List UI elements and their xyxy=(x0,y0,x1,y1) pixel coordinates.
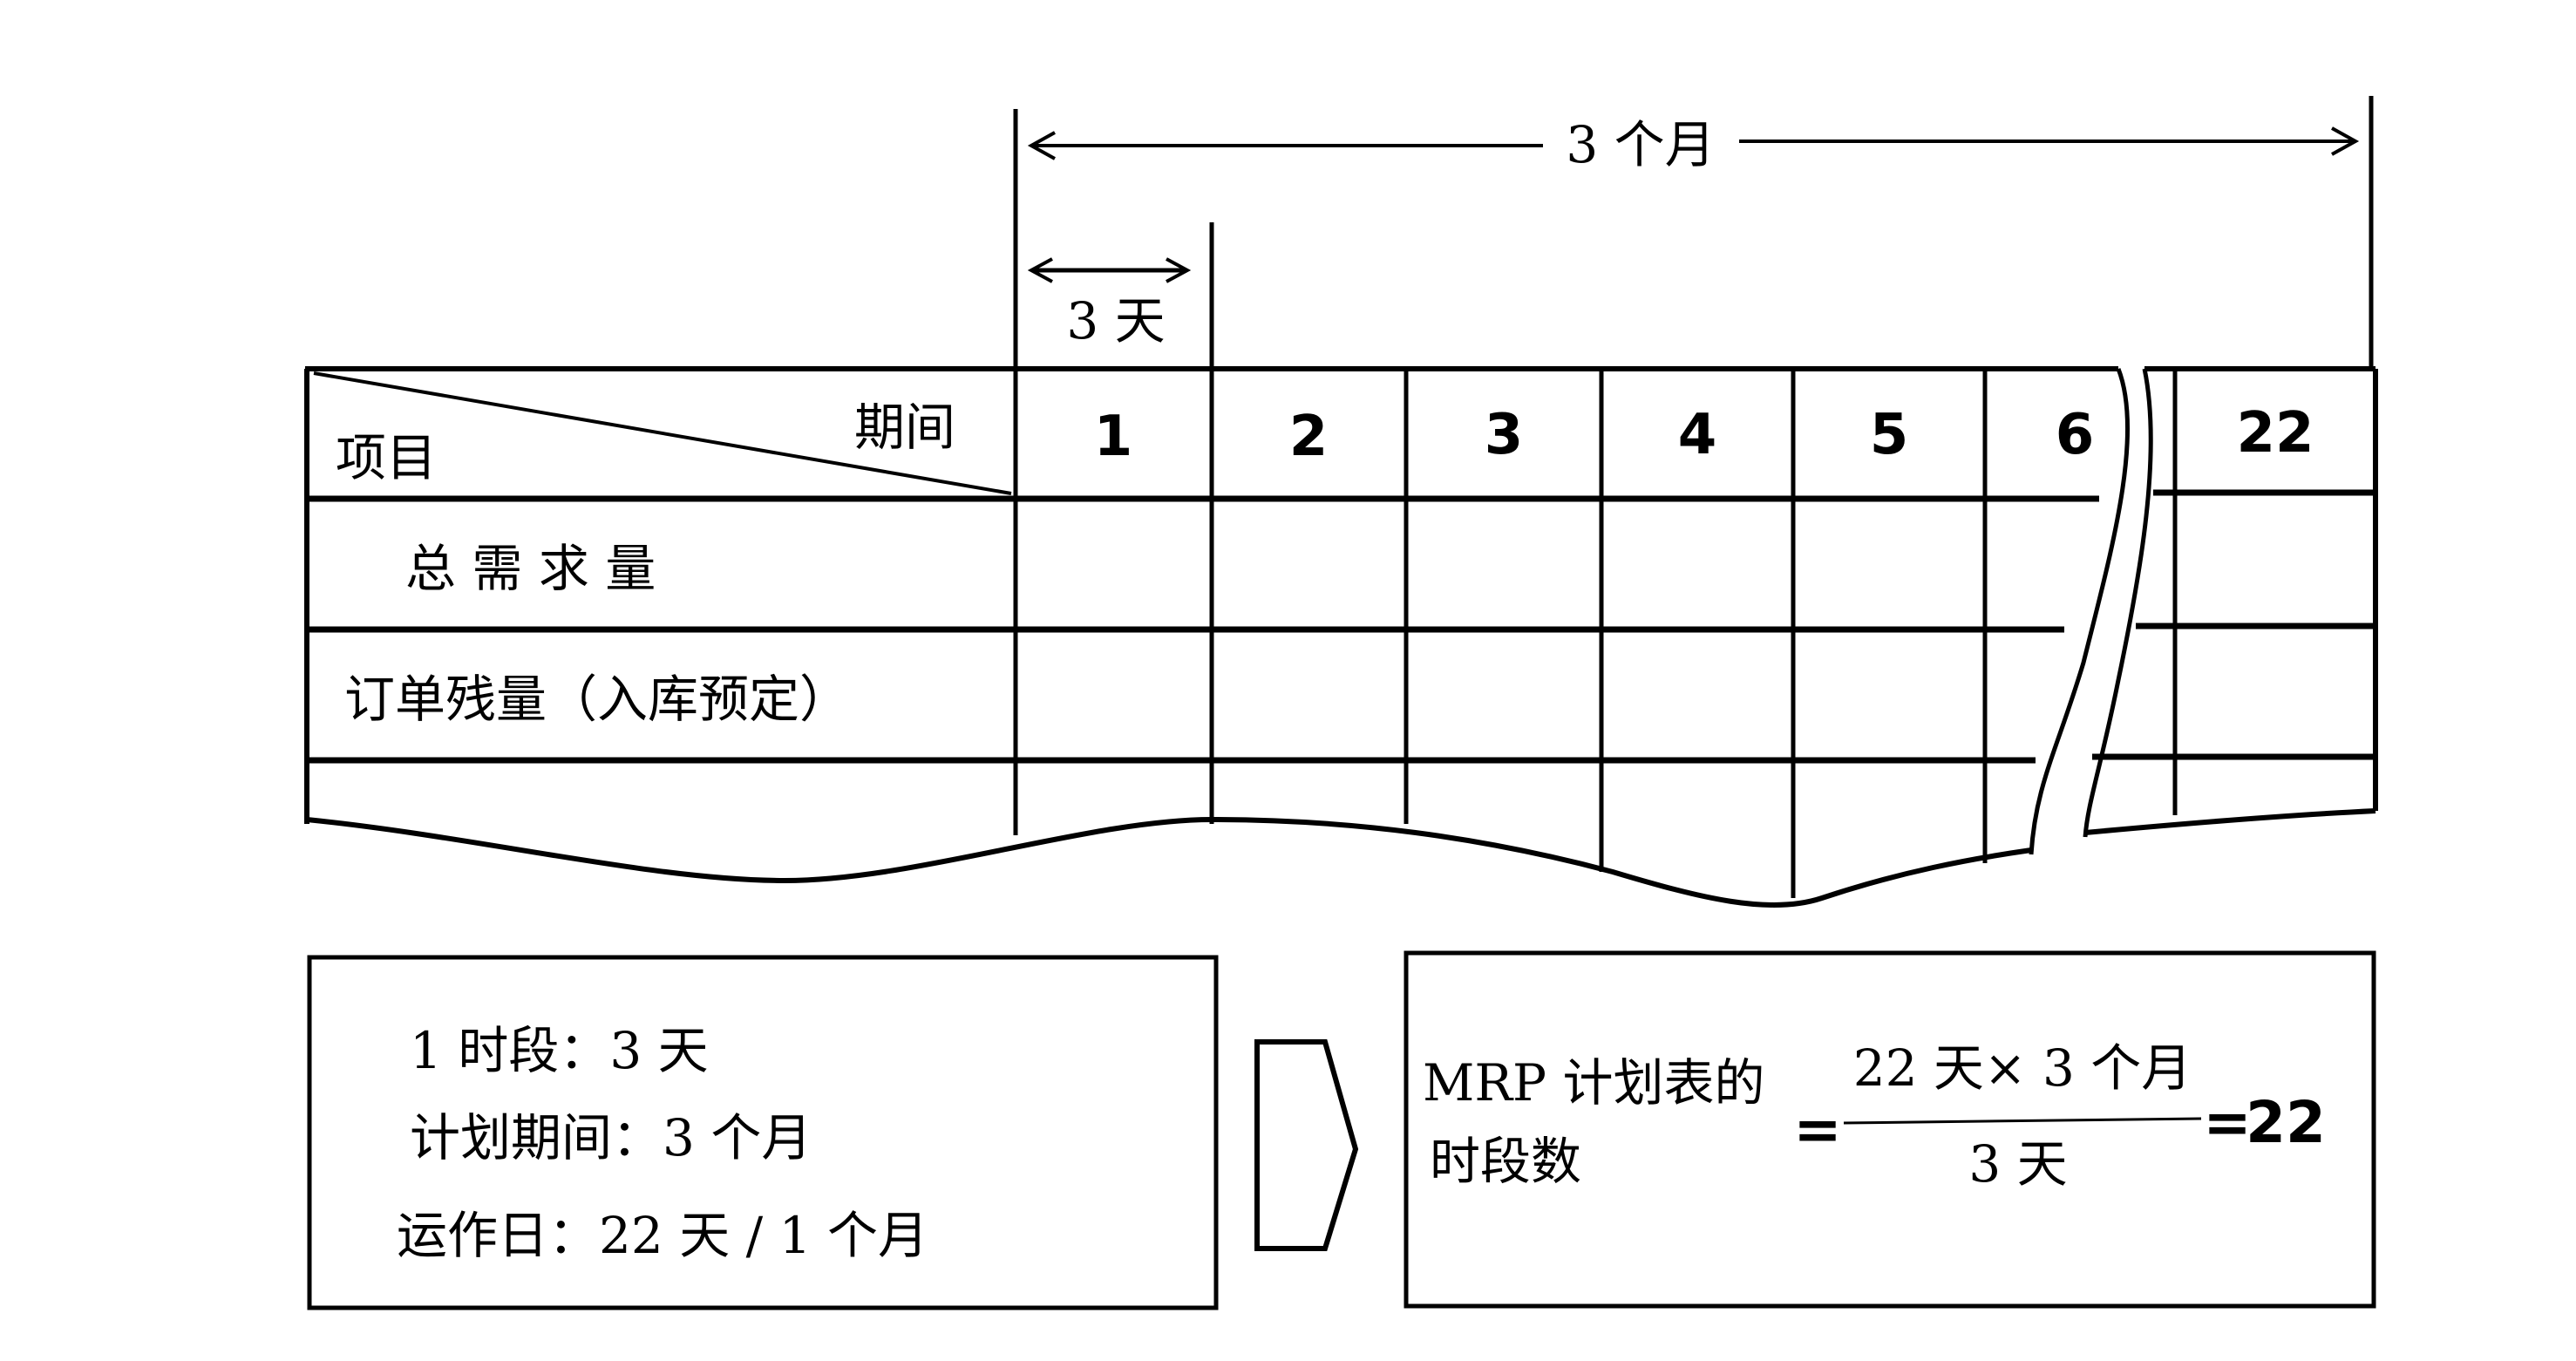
formula-lhs-line2: 时段数 xyxy=(1430,1132,1581,1191)
period-header-6: 6 xyxy=(2056,403,2095,467)
mrp-table xyxy=(304,366,2378,908)
period-header-1: 1 xyxy=(1094,405,1133,469)
conditions-box: 1 时段：3 天 计划期间：3 个月 运作日：22 天 / 1 个月 xyxy=(307,955,1219,1310)
corner-row-label: 项目 xyxy=(336,428,437,487)
condition-line-2: 计划期间：3 个月 xyxy=(410,1108,812,1167)
period-header-5: 5 xyxy=(1870,403,1909,467)
unit-span-label: 3 天 xyxy=(1066,291,1165,350)
row-label-scheduled-receipts: 订单残量（入库预定） xyxy=(344,670,850,729)
period-header-4: 4 xyxy=(1678,403,1717,467)
row-label-gross-requirement: 总 需 求 量 xyxy=(405,539,656,598)
unit-span-dimension: 3 天 xyxy=(1027,222,1214,366)
formula-lhs-line1: MRP 计划表的 xyxy=(1423,1053,1765,1113)
total-span-dimension: 3 个月 xyxy=(1013,96,2374,366)
condition-line-3: 运作日：22 天 / 1 个月 xyxy=(397,1206,928,1265)
period-header-3: 3 xyxy=(1485,403,1524,467)
formula-equals-1: = xyxy=(1793,1096,1841,1163)
formula-box: MRP 计划表的 时段数 = 22 天× 3 个月 3 天 = 22 xyxy=(1404,950,2376,1309)
corner-col-label: 期间 xyxy=(854,398,955,457)
total-span-label: 3 个月 xyxy=(1566,115,1715,174)
formula-denominator: 3 天 xyxy=(1968,1134,2067,1194)
period-header-22: 22 xyxy=(2236,401,2314,466)
formula-numerator: 22 天× 3 个月 xyxy=(1853,1038,2192,1098)
formula-equals-2: = xyxy=(2203,1089,2251,1156)
condition-line-1: 1 时段：3 天 xyxy=(410,1021,709,1080)
formula-result: 22 xyxy=(2246,1089,2326,1156)
chevron-right-icon xyxy=(1254,1039,1359,1251)
period-header-2: 2 xyxy=(1289,405,1329,469)
fraction-bar xyxy=(1843,1117,2202,1125)
